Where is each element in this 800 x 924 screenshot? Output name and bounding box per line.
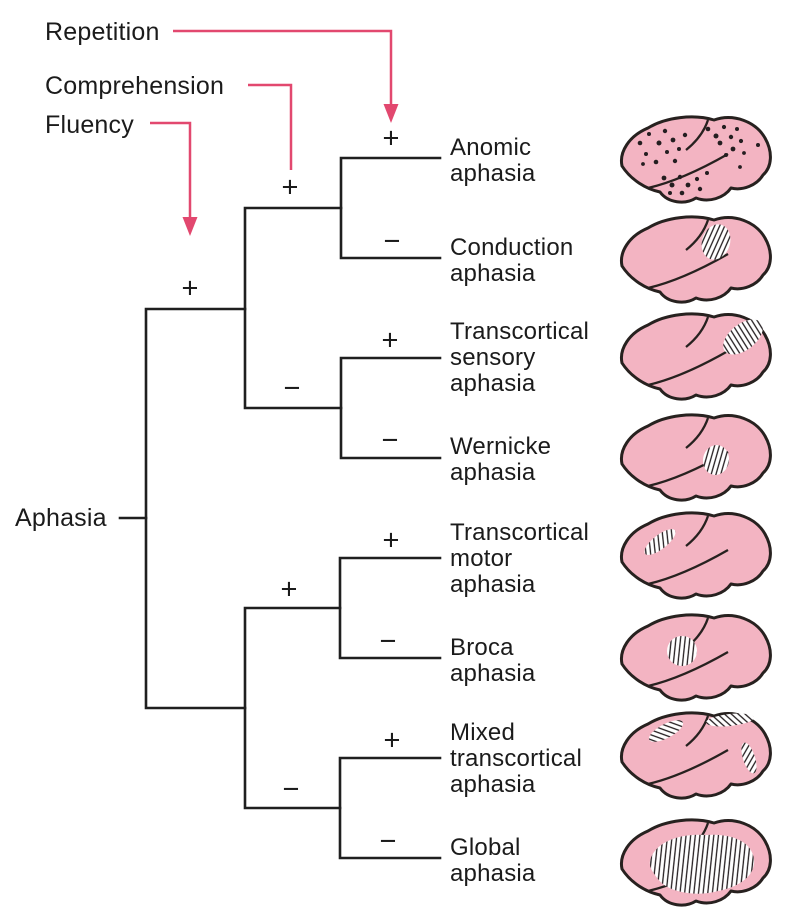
conduction-lesion-patch: [701, 224, 731, 260]
leaf-label-wernicke-aphasia: Wernicke aphasia: [450, 433, 552, 486]
wernicke-lesion-patch: [702, 445, 730, 475]
repetition-plus-sign-transcortical-sensory: +: [381, 324, 399, 357]
transcortical-motor-lesion-streak: [644, 529, 676, 555]
leaf-label-conduction-aphasia: Conduction aphasia: [450, 234, 574, 287]
repetition-minus-sign-conduction: −: [383, 225, 401, 258]
leaf-label-anomic-aphasia: Anomic aphasia: [450, 134, 536, 187]
conduction-brain-illustration: [619, 215, 772, 304]
brain-sulci: [647, 119, 729, 190]
repetition-minus-sign-global: −: [379, 825, 397, 858]
repetition-plus-sign-mixed-transcortical: +: [383, 724, 401, 757]
fluency-plus-sign: +: [181, 272, 199, 305]
repetition-split-anomic-conduction: [339, 156, 442, 260]
anomic-lesion-dots: [637, 124, 760, 196]
root-label-aphasia: Aphasia: [15, 504, 107, 532]
repetition-split-tm-broca: [338, 556, 442, 660]
factor-label-repetition: Repetition: [45, 18, 160, 46]
broca-brain-illustration: [619, 613, 772, 702]
repetition-plus-sign-transcortical-motor: +: [382, 524, 400, 557]
broca-lesion-disc: [667, 636, 697, 666]
transcortical-motor-brain-illustration: [619, 511, 772, 600]
mixed-transcortical-lesion-bands: [648, 713, 757, 774]
repetition-split-mixed-global: [338, 756, 442, 860]
comprehension-minus-sign-upper: −: [283, 372, 301, 405]
factor-label-comprehension: Comprehension: [45, 72, 225, 100]
repetition-plus-sign-anomic: +: [382, 122, 400, 155]
transcortical-sensory-lesion-patch: [723, 319, 763, 355]
comprehension-arrow: [248, 83, 293, 170]
leaf-label-global-aphasia: Global aphasia: [450, 834, 536, 887]
global-lesion-area: [649, 834, 755, 894]
global-brain-illustration: [619, 818, 772, 907]
comprehension-plus-sign-upper: +: [281, 171, 299, 204]
repetition-minus-sign-wernicke: −: [381, 424, 399, 457]
fluency-split: [144, 307, 247, 710]
comprehension-minus-sign-lower: −: [282, 773, 300, 806]
leaf-label-broca-aphasia: Broca aphasia: [450, 634, 536, 687]
comprehension-plus-sign-lower: +: [280, 573, 298, 606]
anomic-brain-illustration: [619, 115, 772, 204]
wernicke-brain-illustration: [619, 413, 772, 502]
decision-tree-lines: [118, 156, 442, 860]
transcortical-sensory-brain-illustration: [619, 312, 772, 401]
repetition-arrow: [173, 29, 399, 123]
leaf-label-transcortical-motor-aphasia: Transcortical motor aphasia: [450, 519, 590, 598]
repetition-minus-sign-broca: −: [379, 625, 397, 658]
comprehension-split-lower: [243, 606, 342, 810]
comprehension-split-upper: [243, 206, 343, 410]
leaf-label-transcortical-sensory-aphasia: Transcortical sensory aphasia: [450, 318, 590, 397]
factor-label-fluency: Fluency: [45, 111, 134, 139]
mixed-transcortical-brain-illustration: [619, 711, 772, 800]
fluency-arrow: [150, 121, 198, 236]
repetition-split-ts-wernicke: [339, 356, 442, 460]
leaf-label-mixed-transcortical-aphasia: Mixed transcortical aphasia: [450, 719, 582, 798]
